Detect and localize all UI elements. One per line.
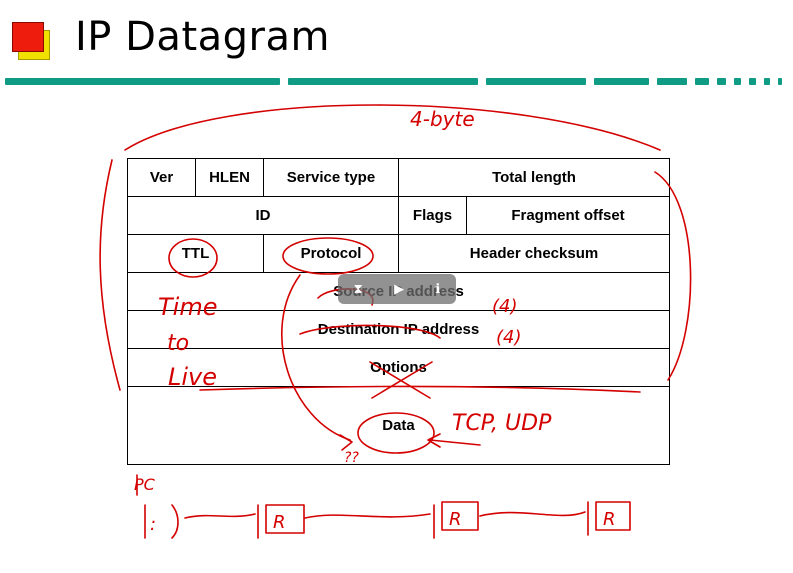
field-id: ID	[127, 196, 399, 235]
annotation-router-2: R	[449, 509, 462, 530]
header-row-2: ID Flags Fragment offset	[127, 196, 671, 235]
annotation-protocols: TCP, UDP	[452, 411, 552, 436]
annotation-source-size: (4)	[492, 296, 518, 317]
title-divider	[5, 78, 790, 85]
header-row-5: Destination IP address	[126, 310, 671, 349]
annotation-bytes: 4-byte	[410, 107, 475, 131]
header-row-1: Ver HLEN Service type Total length	[127, 158, 671, 197]
info-icon[interactable]: ℹ	[435, 281, 441, 296]
field-fragment-offset: Fragment offset	[465, 196, 671, 235]
annotation-question: ??	[344, 450, 359, 466]
field-ver: Ver	[127, 158, 196, 197]
annotation-dest-size: (4)	[496, 327, 522, 348]
slide-bullet-icon	[12, 22, 52, 60]
annotation-to: to	[167, 331, 189, 356]
annotation-live: Live	[168, 363, 217, 391]
field-service-type: Service type	[263, 158, 399, 197]
annotation-pc-box: :	[150, 514, 156, 535]
ip-header-diagram: Ver HLEN Service type Total length ID Fl…	[126, 158, 671, 465]
annotation-router-1: R	[273, 512, 286, 533]
annotation-pc: PC	[134, 475, 156, 494]
field-destination-ip: Destination IP address	[126, 310, 671, 349]
field-ttl: TTL	[127, 234, 264, 273]
media-control-overlay[interactable]: ⧗ ▶ ℹ	[338, 274, 456, 304]
field-total-length: Total length	[397, 158, 671, 197]
annotation-time: Time	[158, 293, 217, 321]
play-icon[interactable]: ▶	[394, 281, 405, 296]
annotation-router-3: R	[603, 509, 616, 530]
slide-title: IP Datagram	[75, 14, 330, 60]
skip-icon[interactable]: ⧗	[353, 281, 363, 296]
